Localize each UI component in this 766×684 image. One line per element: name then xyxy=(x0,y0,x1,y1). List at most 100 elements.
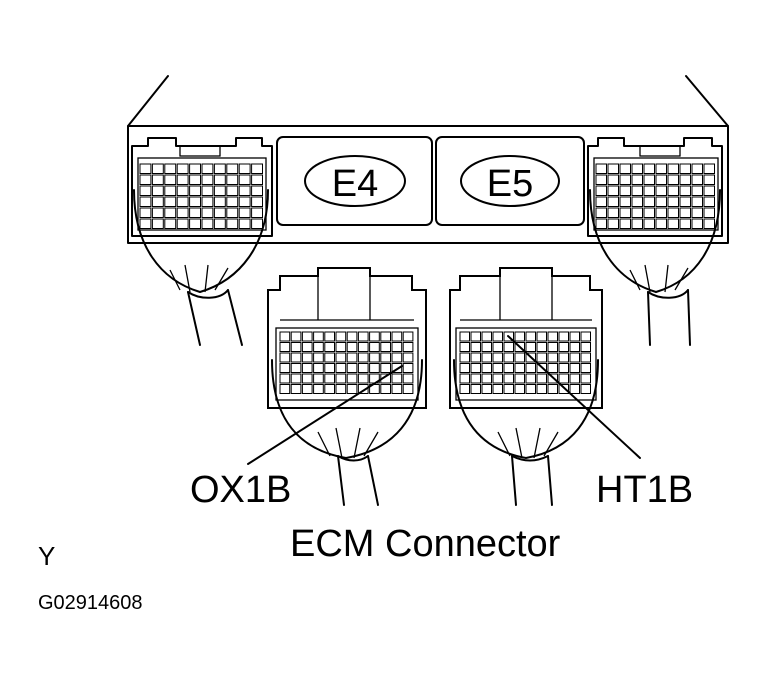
terminal-pin xyxy=(525,373,536,384)
terminal-pin xyxy=(324,373,335,384)
terminal-pin xyxy=(514,342,525,352)
terminal-pin xyxy=(536,373,547,384)
terminal-pin xyxy=(459,352,470,363)
terminal-pin xyxy=(391,352,403,363)
terminal-pin xyxy=(201,185,214,196)
terminal-pin xyxy=(679,218,691,229)
terminal-pin xyxy=(201,196,214,207)
terminal-pin xyxy=(643,174,655,185)
terminal-pin xyxy=(691,218,703,229)
terminal-pin xyxy=(655,218,667,229)
terminal-pin xyxy=(176,207,189,218)
terminal-pin xyxy=(595,207,607,218)
terminal-pin xyxy=(164,174,177,185)
terminal-pin xyxy=(290,373,302,384)
terminal-pin xyxy=(691,207,703,218)
terminal-pin xyxy=(525,342,536,352)
terminal-pin xyxy=(459,342,470,352)
terminal-pin xyxy=(679,163,691,174)
terminal-pin xyxy=(536,363,547,373)
terminal-pin xyxy=(580,373,591,384)
terminal-pin xyxy=(619,218,631,229)
terminal-pin xyxy=(290,352,302,363)
terminal-pin xyxy=(667,174,679,185)
terminal-pin xyxy=(492,384,503,394)
terminal-pin xyxy=(580,342,591,352)
terminal-pin xyxy=(558,384,569,394)
terminal-pin xyxy=(201,218,214,229)
terminal-pin xyxy=(525,352,536,363)
terminal-pin xyxy=(631,163,643,174)
terminal-pin xyxy=(380,331,391,342)
view-letter: Y xyxy=(38,541,55,571)
terminal-pin xyxy=(558,363,569,373)
terminal-pin xyxy=(703,207,715,218)
terminal-pin xyxy=(470,384,481,394)
terminal-pin xyxy=(346,352,358,363)
terminal-pin xyxy=(667,218,679,229)
terminal-pin xyxy=(503,352,514,363)
terminal-pin xyxy=(643,163,655,174)
terminal-pin xyxy=(251,185,264,196)
terminal-pin xyxy=(238,218,251,229)
terminal-pin xyxy=(213,207,226,218)
terminal-pin xyxy=(324,342,335,352)
terminal-pin xyxy=(655,185,667,196)
terminal-pin xyxy=(335,342,347,352)
terminal-pin xyxy=(569,373,580,384)
terminal-pin xyxy=(643,185,655,196)
terminal-pin xyxy=(643,218,655,229)
terminal-pin xyxy=(470,342,481,352)
terminal-pin xyxy=(470,352,481,363)
terminal-pin xyxy=(569,342,580,352)
terminal-pin xyxy=(691,174,703,185)
terminal-pin xyxy=(357,331,369,342)
terminal-pin xyxy=(226,163,239,174)
terminal-pin xyxy=(580,384,591,394)
terminal-pin xyxy=(595,174,607,185)
terminal-pin xyxy=(301,331,313,342)
terminal-pin xyxy=(679,185,691,196)
terminal-pin xyxy=(139,218,152,229)
terminal-pin xyxy=(492,352,503,363)
terminal-pin xyxy=(251,163,264,174)
terminal-pin xyxy=(547,373,558,384)
terminal-pin xyxy=(313,331,324,342)
terminal-pin xyxy=(547,342,558,352)
terminal-pin xyxy=(313,373,324,384)
terminal-pin xyxy=(391,384,403,394)
terminal-pin xyxy=(151,207,164,218)
terminal-pin xyxy=(607,185,619,196)
terminal-pin xyxy=(391,342,403,352)
terminal-pin xyxy=(619,185,631,196)
terminal-pin xyxy=(607,174,619,185)
terminal-pin xyxy=(492,342,503,352)
terminal-pin xyxy=(201,174,214,185)
terminal-pin xyxy=(357,373,369,384)
terminal-pin xyxy=(290,384,302,394)
terminal-pin xyxy=(492,363,503,373)
terminal-pin xyxy=(679,174,691,185)
terminal-pin xyxy=(380,384,391,394)
terminal-pin xyxy=(213,163,226,174)
terminal-pin xyxy=(226,174,239,185)
terminal-pin xyxy=(569,331,580,342)
terminal-pin xyxy=(492,331,503,342)
ox1b-plug xyxy=(247,267,427,506)
terminal-pin xyxy=(164,185,177,196)
terminal-pin xyxy=(213,174,226,185)
terminal-pin xyxy=(547,384,558,394)
terminal-pin xyxy=(226,218,239,229)
terminal-pin xyxy=(151,185,164,196)
terminal-pin xyxy=(525,363,536,373)
terminal-pin xyxy=(139,174,152,185)
terminal-pin xyxy=(313,342,324,352)
terminal-pin xyxy=(667,207,679,218)
terminal-pin xyxy=(569,363,580,373)
terminal-pin xyxy=(595,196,607,207)
terminal-pin xyxy=(536,384,547,394)
ht1b-plug xyxy=(449,267,641,506)
terminal-pin xyxy=(667,196,679,207)
terminal-pin xyxy=(189,163,202,174)
terminal-pin xyxy=(290,363,302,373)
